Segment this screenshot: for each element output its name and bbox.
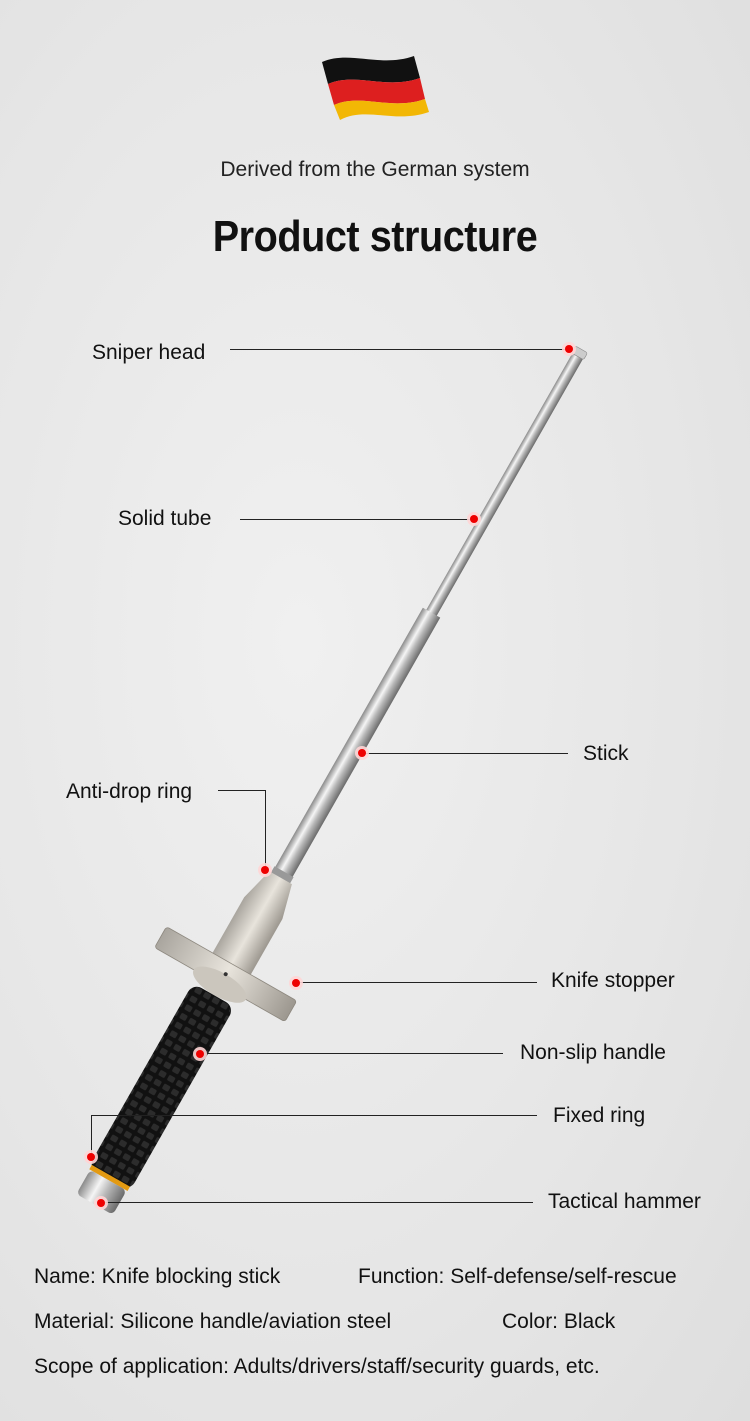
label-knife-stopper: Knife stopper: [551, 969, 675, 992]
label-tactical-hammer: Tactical hammer: [548, 1190, 701, 1213]
label-anti-drop-ring: Anti-drop ring: [66, 780, 193, 803]
german-flag-icon: [322, 56, 429, 120]
label-sniper-head: Sniper head: [92, 341, 206, 364]
subtitle: Derived from the German system: [220, 158, 530, 181]
label-solid-tube: Solid tube: [118, 507, 212, 530]
page-title: Product structure: [212, 212, 538, 261]
spec-color: Color: Black: [502, 1310, 616, 1333]
spec-function: Function: Self-defense/self-rescue: [358, 1265, 677, 1288]
marker-dots: [84, 342, 576, 1210]
leader-lines: [91, 349, 568, 1203]
label-fixed-ring: Fixed ring: [553, 1104, 646, 1127]
label-stick: Stick: [583, 742, 629, 765]
spec-material: Material: Silicone handle/aviation steel: [34, 1310, 392, 1333]
baton: [78, 346, 588, 1214]
spec-name: Name: Knife blocking stick: [34, 1265, 281, 1288]
label-non-slip-handle: Non-slip handle: [520, 1041, 666, 1064]
spec-scope: Scope of application: Adults/drivers/sta…: [34, 1355, 600, 1378]
